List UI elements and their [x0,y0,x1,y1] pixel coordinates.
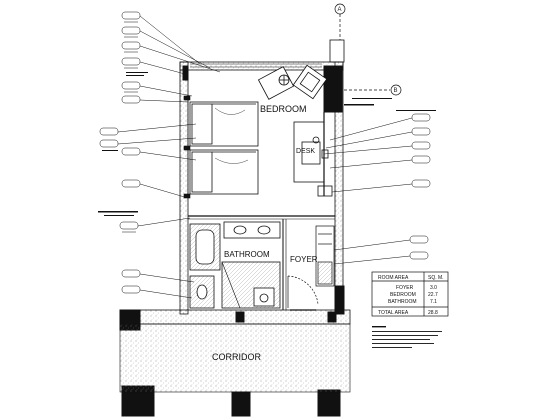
window [190,63,322,68]
room-label-desk: DESK [296,148,315,155]
left-callout-marks [98,72,148,216]
room-label-bedroom: BEDROOM [260,104,307,114]
room-label-foyer: FOYER [290,255,318,264]
entry-door [287,275,319,311]
schedule-row-label: BEDROOM [390,292,416,298]
bathroom-fixtures [189,221,281,309]
schedule-row-value: 3.0 [430,285,437,291]
schedule-row-label: BATHROOM [388,299,417,305]
schedule-row-value: 22.7 [428,292,438,298]
notes-block [372,326,442,348]
bed-headboards [183,95,191,199]
grid-marker-b-label: B [394,88,398,94]
grid-marker-a-label: A [338,7,342,13]
schedule-header-right: SQ. M. [428,275,444,281]
schedule-total-label: TOTAL AREA [378,310,409,316]
area-schedule [371,271,449,317]
desk-unit [293,112,333,197]
closet [315,225,335,287]
room-label-bathroom: BATHROOM [224,250,270,259]
corridor-floor [119,323,351,393]
room-label-corridor: CORRIDOR [212,352,261,362]
schedule-row-label: FOYER [396,285,414,291]
grid-marker-a [334,3,346,40]
schedule-header-left: ROOM AREA [378,275,409,281]
grid-marker-b [344,84,402,96]
walls [119,39,351,417]
left-callouts [99,11,221,299]
bed-2 [189,149,259,195]
bed-1 [189,101,259,147]
armchair-left [257,66,295,100]
schedule-row-value: 7.1 [430,299,437,305]
right-callout-marks [344,98,436,111]
schedule-total-value: 28.8 [428,310,438,316]
right-callouts [323,113,431,265]
armchair-right [292,64,328,100]
